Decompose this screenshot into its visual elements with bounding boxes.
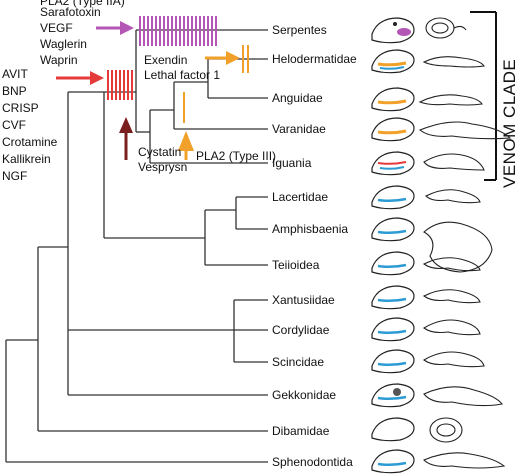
body-icon-lacertidae	[425, 189, 481, 204]
head-icon-helodermatidae	[371, 49, 415, 74]
gene-label: Waglerin	[40, 37, 87, 51]
gene-label: Waprin	[40, 53, 78, 67]
gene-label: VEGF	[40, 21, 73, 35]
taxon-label-amphisbaenia: Amphisbaenia	[272, 222, 348, 236]
body-icon-teiioidea	[422, 257, 481, 272]
gene-labels-helodermatidae: Exendin Lethal factor 1	[144, 53, 220, 82]
body-icon-varanidae	[418, 121, 512, 140]
purple-tick-marks	[139, 16, 217, 46]
body-icon-serpentes	[425, 17, 467, 39]
venom-clade-label: VENOM CLADE	[500, 59, 519, 188]
taxon-label-xantusiidae: Xantusiidae	[272, 293, 335, 307]
body-silhouettes	[418, 17, 512, 469]
body-icon-helodermatidae	[422, 56, 485, 68]
gene-label: Kallikrein	[2, 152, 51, 166]
head-icon-xantusiidae	[371, 285, 415, 310]
tree-branches	[5, 29, 268, 463]
body-icon-xantusiidae	[422, 289, 481, 304]
taxon-label-sphenodontida: Sphenodontida	[272, 455, 353, 469]
body-icon-gekkonidae	[423, 386, 503, 407]
taxon-label-cordylidae: Cordylidae	[272, 323, 330, 337]
taxon-label-iguania: Iguania	[272, 156, 312, 170]
body-icon-sphenodontida	[423, 452, 506, 469]
body-icon-anguidae	[418, 94, 483, 106]
gene-label: Cystatin	[138, 145, 181, 159]
head-icon-varanidae	[371, 117, 415, 142]
body-icon-cordylidae	[423, 319, 481, 336]
head-icon-iguania	[371, 151, 415, 176]
head-icon-lacertidae	[371, 185, 415, 210]
body-icon-iguania	[423, 153, 485, 171]
taxon-label-helodermatidae: Helodermatidae	[272, 52, 357, 66]
taxon-label-anguidae: Anguidae	[272, 91, 323, 105]
gene-labels-cystatin: Cystatin Vesprysn	[138, 145, 187, 174]
venom-clade-bracket	[470, 11, 497, 181]
gene-label: AVIT	[2, 67, 28, 81]
red-tick-marks	[107, 70, 133, 100]
head-icon-amphisbaenia	[371, 217, 415, 242]
gene-label: Sarafotoxin	[40, 5, 101, 19]
gene-labels-serpentes: PLA2 (Type IIA) Sarafotoxin VEGF Wagleri…	[40, 0, 125, 67]
head-icon-teiioidea	[371, 251, 415, 276]
gene-label: NGF	[2, 169, 27, 183]
taxon-label-dibamidae: Dibamidae	[272, 424, 330, 438]
gene-label: CRISP	[2, 101, 39, 115]
head-icon-sphenodontida	[371, 449, 415, 474]
body-icon-dibamidae	[429, 417, 463, 443]
head-icon-scincidae	[371, 349, 415, 374]
head-icon-cordylidae	[371, 317, 415, 342]
taxon-label-lacertidae: Lacertidae	[272, 190, 328, 204]
arrows	[56, 21, 240, 160]
taxon-label-gekkonidae: Gekkonidae	[272, 388, 336, 402]
gene-label: CVF	[2, 118, 26, 132]
gene-label: Crotamine	[2, 135, 58, 149]
gene-label: Exendin	[144, 53, 187, 67]
gene-label: BNP	[2, 84, 27, 98]
head-icon-dibamidae	[371, 417, 415, 442]
taxon-labels: Serpentes Helodermatidae Anguidae Varani…	[272, 23, 357, 469]
gene-label: Vesprysn	[138, 160, 187, 174]
orange-tick-marks	[183, 45, 249, 123]
gene-label: Lethal factor 1	[144, 68, 220, 82]
head-illustrations	[371, 17, 415, 474]
body-icon-amphisbaenia	[423, 221, 493, 273]
head-icon-serpentes	[371, 17, 415, 44]
head-icon-gekkonidae	[371, 383, 415, 408]
taxon-label-serpentes: Serpentes	[272, 23, 327, 37]
taxon-label-teiioidea: Teiioidea	[272, 258, 320, 272]
taxon-label-scincidae: Scincidae	[272, 355, 324, 369]
body-icon-scincidae	[423, 351, 485, 368]
taxon-label-varanidae: Varanidae	[272, 122, 326, 136]
head-icon-anguidae	[371, 87, 415, 112]
gene-label: PLA2 (Type IIA)	[40, 0, 125, 8]
gene-label-pla2-type-iii: PLA2 (Type III)	[196, 149, 276, 163]
gene-labels-root: AVIT BNP CRISP CVF Crotamine Kallikrein …	[2, 67, 58, 183]
